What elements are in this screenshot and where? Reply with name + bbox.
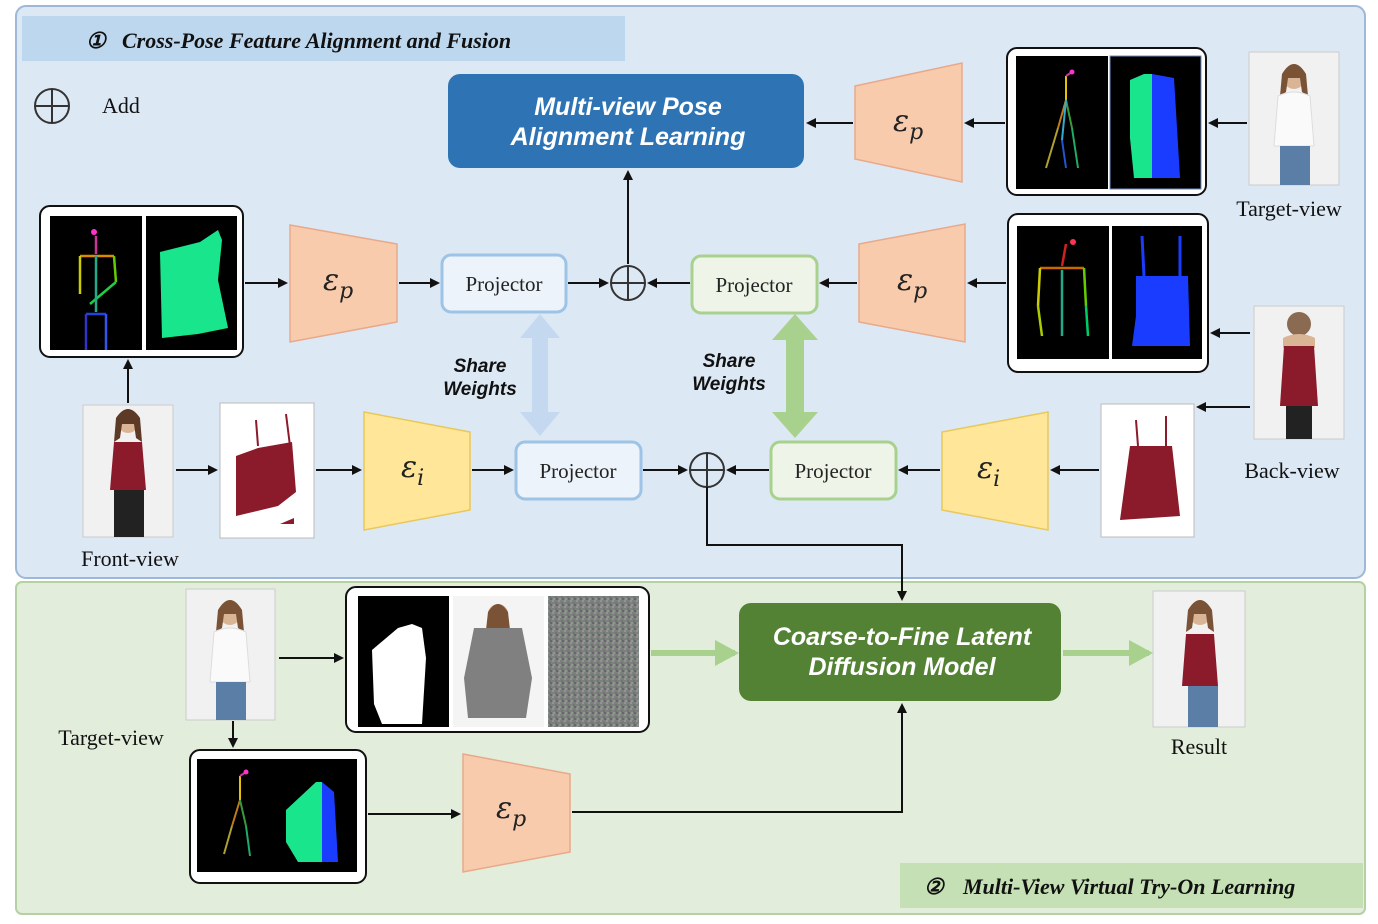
front-view-photo: [82, 404, 174, 538]
back-view-photo: [1253, 305, 1345, 440]
section-1-title: Cross-Pose Feature Alignment and Fusion: [122, 28, 511, 53]
add-node-top: [610, 265, 646, 301]
image-encoder-1-symbol: εi: [401, 450, 424, 491]
target-view-photo-top: [1248, 51, 1340, 186]
share-weights-blue-line2: Weights: [443, 379, 517, 400]
front-garment-image: [219, 402, 315, 539]
projector-3: [514, 440, 643, 501]
pose-encoder-4-symbol: εp: [496, 791, 526, 832]
pose-encoder-4: [462, 753, 571, 873]
target-view-photo-bottom: [185, 588, 276, 721]
projector-4: [769, 440, 898, 501]
add-legend-label: Add: [102, 93, 140, 118]
result-photo: [1152, 590, 1246, 728]
pose-encoder-2-symbol: εp: [897, 263, 927, 304]
share-weights-green-line2: Weights: [692, 374, 766, 395]
image-encoder-1: [363, 411, 471, 531]
mask-agnostic-noise-box: [345, 586, 650, 733]
section-2-title: Multi-View Virtual Try-On Learning: [962, 874, 1295, 899]
pose-mask-box-front: [39, 205, 244, 358]
target-view-label-bottom: Target-view: [58, 725, 164, 750]
pose-mask-box-bottom: [189, 749, 367, 884]
projector-2-label: Projector: [716, 273, 793, 297]
projector-2: [690, 254, 819, 315]
back-garment-image: [1100, 403, 1195, 538]
add-legend-icon: [34, 88, 70, 124]
section-1-number: ①: [86, 28, 108, 53]
pose-encoder-2: [858, 223, 966, 343]
flow-arrows-section-2: [228, 653, 907, 819]
pose-encoder-1-symbol: εp: [893, 104, 923, 145]
projector-4-label: Projector: [795, 459, 872, 483]
projector-1-label: Projector: [466, 272, 543, 296]
pose-encoder-3: [289, 224, 398, 343]
pose-encoder-3-symbol: εp: [323, 263, 353, 304]
projector-3-label: Projector: [540, 459, 617, 483]
result-label: Result: [1171, 734, 1227, 759]
section-2-header: [900, 863, 1363, 908]
share-weights-arrow-blue: [520, 314, 560, 436]
cfldm-line2: Diffusion Model: [808, 653, 996, 681]
flow-arrows-section-1: [123, 118, 1250, 601]
projector-1: [440, 253, 568, 314]
section-1-header: [22, 16, 625, 61]
front-view-label: Front-view: [81, 546, 179, 571]
mpal-line1: Multi-view Pose: [534, 93, 722, 121]
share-weights-green-line1: Share: [703, 351, 756, 372]
cfldm-box: [739, 603, 1061, 701]
add-node-bottom: [689, 452, 725, 488]
target-view-label-top: Target-view: [1236, 196, 1342, 221]
back-view-label: Back-view: [1244, 458, 1339, 483]
section-2-number: ②: [924, 874, 946, 899]
mpal-line2: Alignment Learning: [510, 123, 746, 151]
image-encoder-2-symbol: εi: [977, 451, 1000, 492]
share-weights-arrow-green: [772, 314, 818, 438]
cfldm-line1: Coarse-to-Fine Latent: [773, 623, 1033, 651]
pose-mask-box-back: [1007, 213, 1209, 373]
mpal-box: [448, 74, 804, 168]
share-weights-blue-line1: Share: [454, 356, 507, 377]
pose-encoder-1: [854, 62, 963, 183]
image-encoder-2: [941, 411, 1049, 531]
pose-mask-box-target: [1006, 47, 1207, 196]
